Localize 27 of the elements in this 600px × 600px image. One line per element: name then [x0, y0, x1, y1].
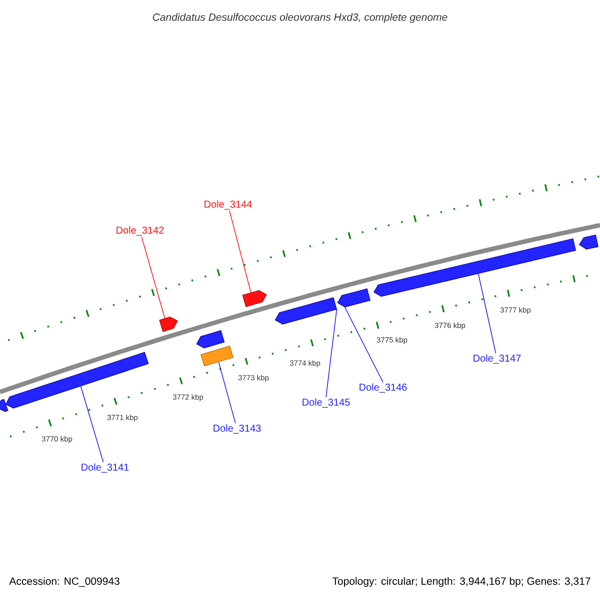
leader-line	[229, 210, 252, 293]
gene-block	[242, 290, 267, 308]
gene-block	[578, 234, 598, 250]
gene-label: Dole_3141	[82, 463, 129, 473]
gene-block	[159, 316, 178, 332]
leader-line	[344, 307, 384, 383]
gene-label: Dole_3146	[360, 383, 407, 393]
gene-block	[200, 346, 234, 366]
gene-label: Dole_3144	[204, 200, 252, 210]
accession-text: Accession: NC_009943	[9, 577, 120, 587]
gene-label: Dole_3142	[116, 226, 164, 236]
leader-line	[326, 308, 338, 398]
leader-line	[141, 236, 166, 319]
genome-info-text: Topology: circular; Length: 3,944,167 bp; Genes: 3,317	[332, 577, 590, 587]
gene-block	[5, 352, 149, 408]
leader-line	[80, 386, 104, 463]
leader-line	[478, 273, 496, 354]
gene-block	[274, 297, 337, 324]
gene-block	[0, 398, 8, 412]
gene-label: Dole_3143	[214, 424, 261, 434]
gene-label: Dole_3147	[474, 354, 521, 364]
gene-block	[373, 238, 576, 297]
leader-line	[218, 362, 236, 424]
gene-label: Dole_3145	[302, 398, 350, 408]
title: Candidatus Desulfococcus oleovorans Hxd3, complete genome	[152, 13, 448, 23]
gene-block	[337, 288, 370, 308]
gene-block	[196, 330, 225, 348]
